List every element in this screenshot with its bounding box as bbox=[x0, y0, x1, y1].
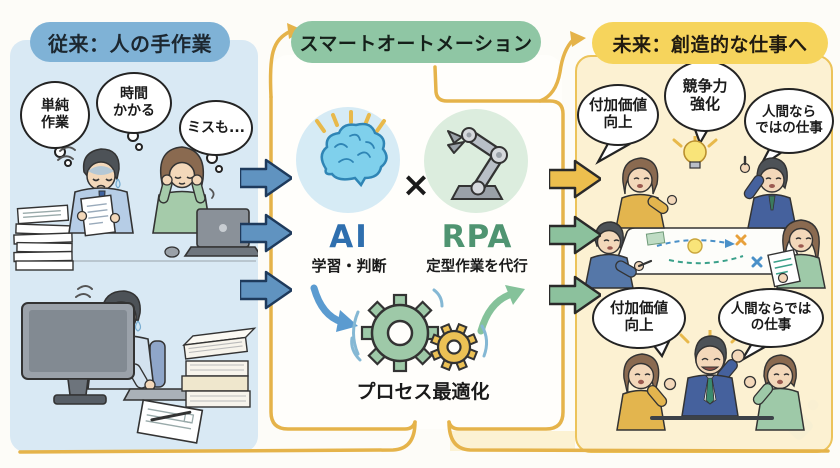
book-stack bbox=[181, 327, 257, 408]
rpa-label: RPA bbox=[441, 219, 513, 255]
arrow-blue-3 bbox=[240, 270, 292, 310]
process-label: プロセス最適化 bbox=[356, 381, 490, 403]
gear-green bbox=[360, 293, 440, 373]
arrow-blue-2 bbox=[240, 213, 292, 253]
scene-tired-workers bbox=[13, 146, 258, 271]
scene-exhausted-man bbox=[21, 285, 257, 444]
header-traditional: 従来：人の手作業 bbox=[30, 22, 230, 62]
speech-bubble-human-work-top: 人間なら ではの仕事 bbox=[744, 88, 834, 154]
arrow-blue-1 bbox=[240, 158, 292, 198]
thought-bubble-mistakes: ミスも... bbox=[179, 100, 253, 156]
laptop-icon bbox=[183, 208, 258, 257]
arrow-yellow bbox=[549, 159, 601, 199]
person-woman-left bbox=[616, 353, 677, 431]
multiply-sign: × bbox=[401, 165, 431, 205]
arrow-green-2 bbox=[549, 275, 601, 315]
scene-cheering-team bbox=[616, 330, 805, 431]
mouse-icon bbox=[164, 246, 180, 258]
gears-icon bbox=[350, 288, 489, 373]
tired-office-man bbox=[68, 148, 134, 237]
brain-icon bbox=[315, 110, 388, 188]
rpa-sublabel: 定型作業を代行 bbox=[426, 259, 528, 275]
monitor-icon bbox=[21, 302, 135, 405]
stress-squiggle bbox=[57, 146, 76, 161]
speech-bubble-human-work-bottom: 人間ならでは の仕事 bbox=[718, 288, 824, 348]
speech-bubble-competitiveness: 競争力 強化 bbox=[664, 60, 746, 132]
person-man-right bbox=[743, 354, 805, 431]
stress-squiggle bbox=[75, 285, 93, 298]
person-man-suit bbox=[739, 155, 797, 229]
speech-bubble-added-value-top: 付加価値 向上 bbox=[577, 84, 659, 146]
scene-creative-meeting bbox=[584, 136, 826, 289]
thought-bubble-takes-time: 時間 かかる bbox=[96, 72, 172, 134]
person-man-center bbox=[679, 330, 745, 417]
speech-bubble-added-value-bottom: 付加価値 向上 bbox=[592, 287, 686, 349]
person-man-blue bbox=[584, 221, 653, 289]
ai-sublabel: 学習・判断 bbox=[311, 257, 387, 275]
robot-arm-icon bbox=[447, 127, 508, 200]
lightbulb-icon bbox=[672, 136, 718, 169]
arrow-green-1 bbox=[549, 215, 601, 255]
ai-label: AI bbox=[329, 219, 369, 255]
person-woman-green bbox=[767, 219, 826, 289]
header-automation: スマートオートメーション bbox=[291, 21, 541, 63]
thought-bubble-simple-work: 単純 作業 bbox=[20, 81, 90, 149]
header-future: 未来：創造的な仕事へ bbox=[592, 22, 828, 64]
connector-arrowhead-right bbox=[570, 31, 586, 47]
person-woman-mustard bbox=[615, 157, 678, 229]
paper-stack bbox=[13, 204, 74, 271]
strategy-sketch bbox=[645, 231, 763, 268]
